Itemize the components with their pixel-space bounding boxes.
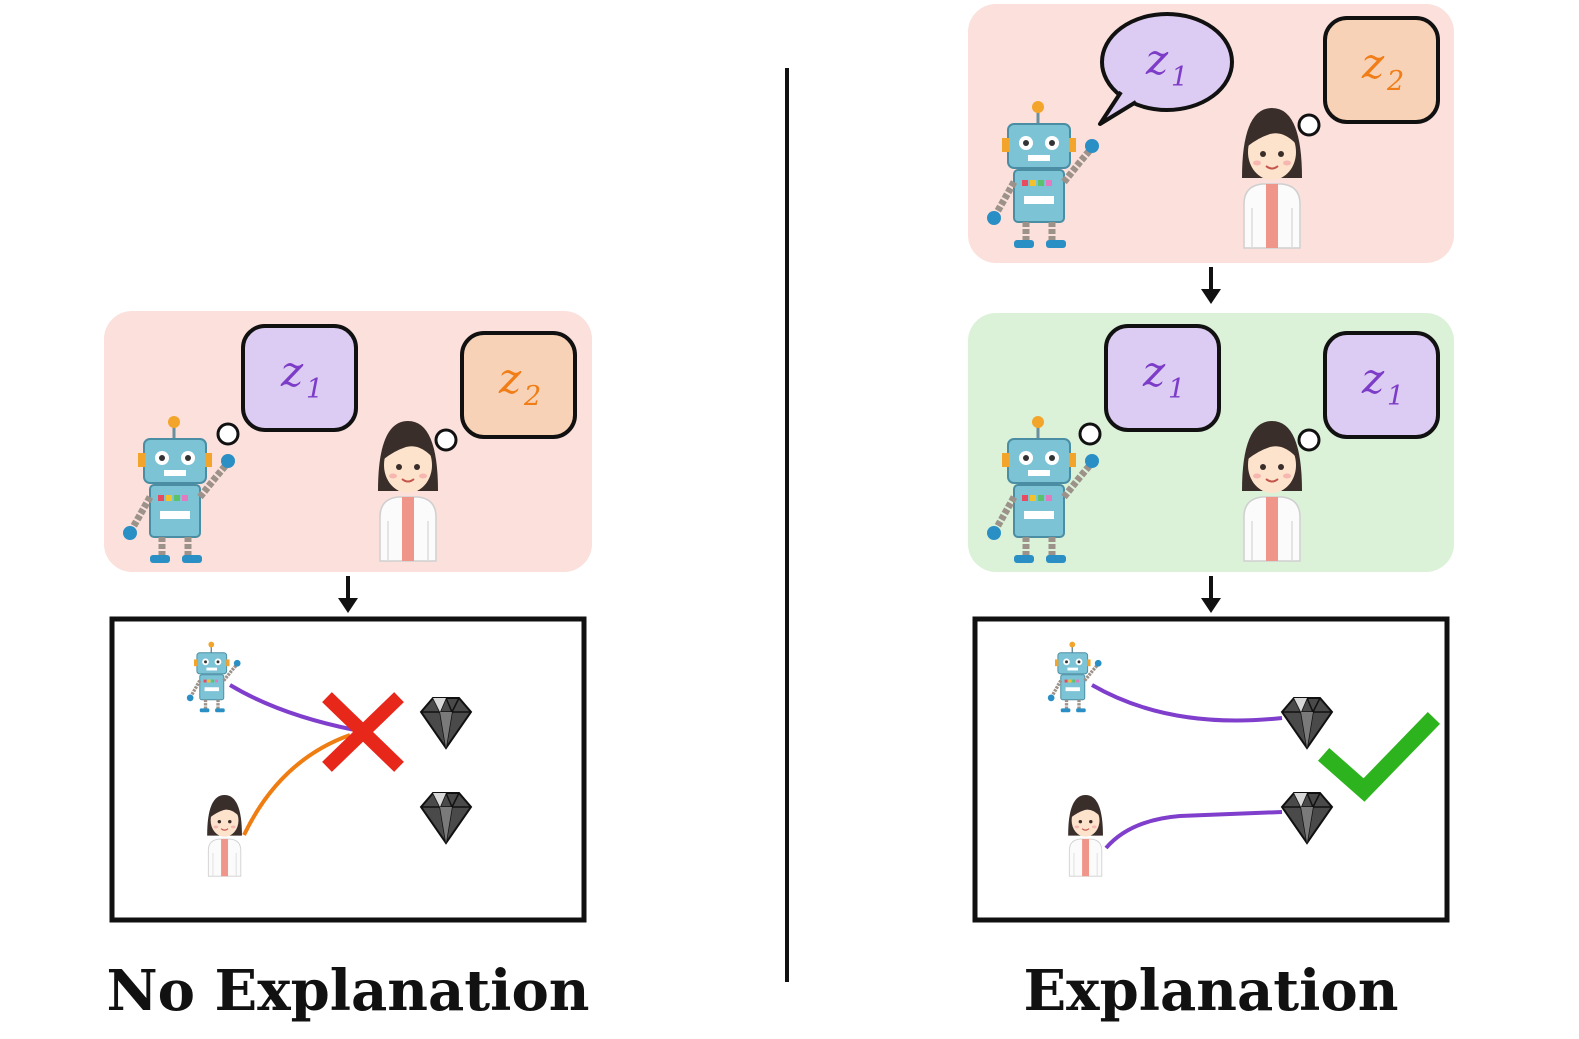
robot-path xyxy=(228,683,356,732)
down-arrow-icon xyxy=(1201,267,1221,304)
right-belief-panel-before: z 1 z 2 xyxy=(968,4,1454,263)
left-outcome-box xyxy=(109,616,587,923)
thought-symbol-subscript: 2 xyxy=(1386,66,1404,97)
robot-path xyxy=(1091,683,1283,723)
human-path xyxy=(242,733,351,836)
check-icon xyxy=(1318,711,1441,802)
human-thought-bubble: z 2 xyxy=(1297,16,1440,137)
thought-symbol-subscript: 1 xyxy=(306,374,323,405)
scientist-icon xyxy=(1067,794,1104,877)
scientist-icon xyxy=(377,420,439,562)
thought-symbol-subscript: 2 xyxy=(523,381,541,412)
thought-symbol-subscript: 1 xyxy=(1387,381,1404,412)
right-caption: Explanation xyxy=(1023,958,1399,1024)
right-outcome-box xyxy=(972,616,1450,923)
thought-symbol-base: z xyxy=(1142,347,1166,396)
robot-thought-bubble: z 1 xyxy=(1078,324,1221,446)
human-thought-bubble: z 1 xyxy=(1297,331,1440,452)
cross-icon xyxy=(322,692,404,772)
thought-symbol-base: z xyxy=(498,354,522,403)
thought-symbol-base: z xyxy=(1361,354,1385,403)
speech-symbol-subscript: 1 xyxy=(1171,62,1188,93)
human-thought-bubble: z 2 xyxy=(434,331,577,452)
robot-speech-bubble: z 1 xyxy=(1098,12,1234,126)
human-path xyxy=(1104,810,1283,850)
thought-symbol-subscript: 1 xyxy=(1168,374,1185,405)
left-belief-panel: z 1 z 2 xyxy=(104,311,592,572)
thought-symbol-base: z xyxy=(1361,39,1385,88)
down-arrow-icon xyxy=(338,576,358,613)
left-caption: No Explanation xyxy=(106,958,590,1024)
speech-symbol-base: z xyxy=(1145,35,1169,84)
down-arrow-icon xyxy=(1201,576,1221,613)
scientist-icon xyxy=(206,794,243,877)
robot-thought-bubble: z 1 xyxy=(216,324,358,446)
scientist-icon xyxy=(1241,107,1303,249)
thought-symbol-base: z xyxy=(280,347,304,396)
scientist-icon xyxy=(1241,420,1303,562)
right-belief-panel-after: z 1 z 1 xyxy=(968,313,1454,572)
